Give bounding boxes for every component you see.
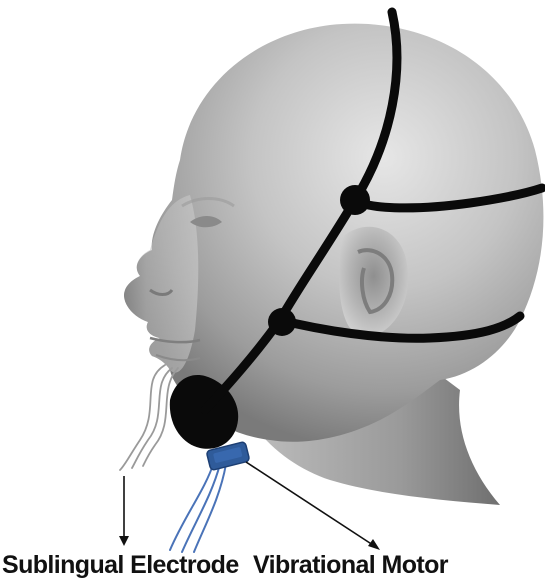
- face-shading: [124, 195, 198, 373]
- lower-strap-junction: [268, 308, 296, 336]
- vibrational-motor-label: Vibrational Motor: [253, 550, 448, 580]
- upper-strap-junction: [340, 185, 370, 215]
- sublingual-pointer: [119, 476, 129, 546]
- sublingual-electrode-label: Sublingual Electrode: [2, 550, 239, 580]
- electrode-wires: [120, 365, 178, 470]
- motor-wires: [170, 462, 226, 552]
